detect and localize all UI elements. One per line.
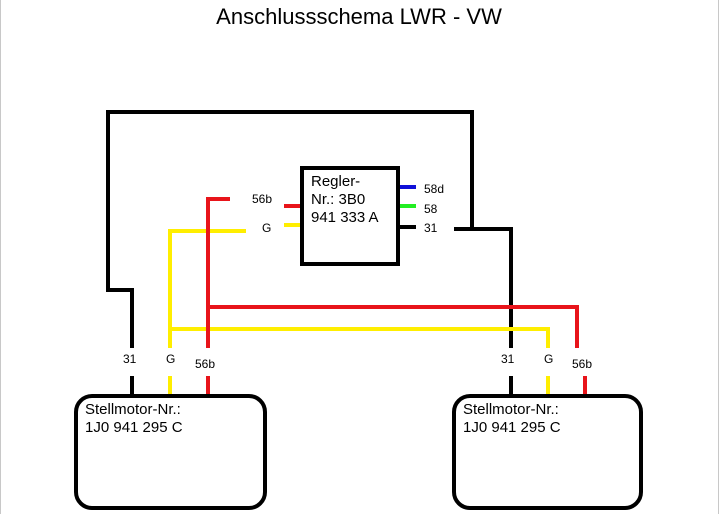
motor-left-pin-56b-label: 56b xyxy=(195,357,215,371)
motor-left-pin-g-label: G xyxy=(166,352,175,366)
wire-56b-bus xyxy=(206,197,230,348)
motor-right-label-line1: Stellmotor-Nr.: xyxy=(463,401,559,418)
wire-31-ground-loop xyxy=(106,110,474,348)
motor-left-label-line2: 1J0 941 295 C xyxy=(85,419,183,436)
motor-right-box xyxy=(452,394,643,510)
wire-g-bus xyxy=(168,229,246,348)
motor-left-box xyxy=(74,394,267,510)
motor-left-pin-31-label: 31 xyxy=(123,352,137,366)
regler-pin-58-label: 58 xyxy=(424,202,438,216)
regler-box xyxy=(300,166,400,266)
motor-right-pin-g-label: G xyxy=(544,352,553,366)
regler-label-line2: Nr.: 3B0 xyxy=(311,191,365,208)
wire-56b-to-right-motor xyxy=(208,305,579,348)
regler-label-line1: Regler- xyxy=(311,173,360,190)
regler-pin-56b-label: 56b xyxy=(252,192,272,206)
wire-g-to-right-motor xyxy=(170,327,550,348)
regler-pin-31-label: 31 xyxy=(424,221,438,235)
motor-right-pin-56b-label: 56b xyxy=(572,357,592,371)
regler-label-line3: 941 333 A xyxy=(311,209,379,226)
motor-left-label-line1: Stellmotor-Nr.: xyxy=(85,401,181,418)
motor-right-label-line2: 1J0 941 295 C xyxy=(463,419,561,436)
regler-pin-58d-label: 58d xyxy=(424,182,444,196)
motor-right-pin-31-label: 31 xyxy=(501,352,515,366)
regler-pin-g-label: G xyxy=(262,221,271,235)
diagram-title: Anschlussschema LWR - VW xyxy=(216,4,502,29)
